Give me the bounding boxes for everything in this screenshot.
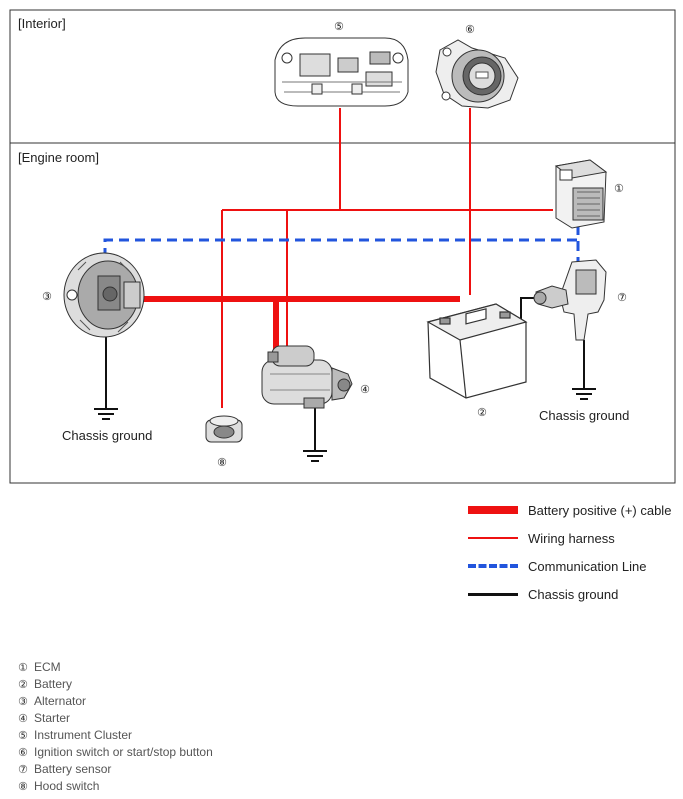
engine-room-section xyxy=(9,142,676,484)
key-number: ⑦ xyxy=(18,763,28,776)
hood-switch-illustration xyxy=(205,415,243,443)
legend: Battery positive (+) cable Wiring harnes… xyxy=(468,496,683,608)
legend-label: Communication Line xyxy=(528,558,647,574)
communication-line xyxy=(103,225,580,262)
ground-label-alternator: Chassis ground xyxy=(62,428,152,443)
key-item: ① ECM xyxy=(18,659,213,676)
interior-label: [Interior] xyxy=(18,16,66,31)
key-number: ③ xyxy=(18,695,28,708)
key-item: ⑦ Battery sensor xyxy=(18,761,213,778)
key-item: ④ Starter xyxy=(18,710,213,727)
key-number: ⑧ xyxy=(18,780,28,793)
key-item: ⑥ Ignition switch or start/stop button xyxy=(18,744,213,761)
legend-label: Wiring harness xyxy=(528,530,615,546)
key-name: Instrument Cluster xyxy=(34,728,133,742)
ground-symbol-alternator xyxy=(94,408,118,420)
wiring-harness-lines xyxy=(221,108,553,408)
legend-item: Communication Line xyxy=(468,552,683,580)
ecm-illustration xyxy=(554,159,608,229)
key-name: ECM xyxy=(34,660,61,674)
legend-label: Chassis ground xyxy=(528,586,619,602)
callout-2: ② xyxy=(477,406,487,419)
key-number: ① xyxy=(18,661,28,674)
legend-label: Battery positive (+) cable xyxy=(528,502,672,518)
legend-item: Wiring harness xyxy=(468,524,683,552)
callout-4: ④ xyxy=(360,383,370,396)
callout-7: ⑦ xyxy=(617,291,627,304)
key-name: Battery xyxy=(34,677,73,691)
callout-6: ⑥ xyxy=(465,23,475,36)
key-name: Battery sensor xyxy=(34,762,112,776)
key-number: ⑤ xyxy=(18,729,28,742)
key-number: ② xyxy=(18,678,28,691)
legend-swatch-wiring-harness xyxy=(468,533,518,543)
starter-illustration xyxy=(261,345,353,409)
engine-room-label: [Engine room] xyxy=(18,150,99,165)
legend-item: Battery positive (+) cable xyxy=(468,496,683,524)
ground-symbol-starter xyxy=(303,450,327,462)
legend-swatch-chassis-ground xyxy=(468,589,518,599)
ground-label-battery-sensor: Chassis ground xyxy=(539,408,629,423)
key-name: Hood switch xyxy=(34,779,100,793)
key-name: Starter xyxy=(34,711,71,725)
key-item: ⑧ Hood switch xyxy=(18,778,213,795)
key-item: ⑤ Instrument Cluster xyxy=(18,727,213,744)
callout-8: ⑧ xyxy=(217,456,227,469)
callout-1: ① xyxy=(614,182,624,195)
key-number: ⑥ xyxy=(18,746,28,759)
key-item: ② Battery xyxy=(18,676,213,693)
battery-illustration xyxy=(426,303,528,399)
key-name: Ignition switch or start/stop button xyxy=(34,745,213,759)
key-name: Alternator xyxy=(34,694,87,708)
legend-swatch-communication-line xyxy=(468,561,518,571)
legend-item: Chassis ground xyxy=(468,580,683,608)
instrument-cluster-illustration xyxy=(274,37,409,107)
callout-3: ③ xyxy=(42,290,52,303)
key-item: ③ Alternator xyxy=(18,693,213,710)
component-key: ① ECM ② Battery ③ Alternator ④ Starter ⑤ Inst… xyxy=(18,659,213,795)
ground-symbol-battery-sensor xyxy=(572,388,596,400)
callout-5: ⑤ xyxy=(334,20,344,33)
chassis-ground-lines xyxy=(105,297,585,450)
legend-swatch-battery-positive xyxy=(468,505,518,515)
ignition-switch-illustration xyxy=(435,39,519,109)
battery-sensor-illustration xyxy=(533,259,607,341)
key-number: ④ xyxy=(18,712,28,725)
battery-positive-cable xyxy=(143,296,460,355)
alternator-illustration xyxy=(63,252,145,338)
